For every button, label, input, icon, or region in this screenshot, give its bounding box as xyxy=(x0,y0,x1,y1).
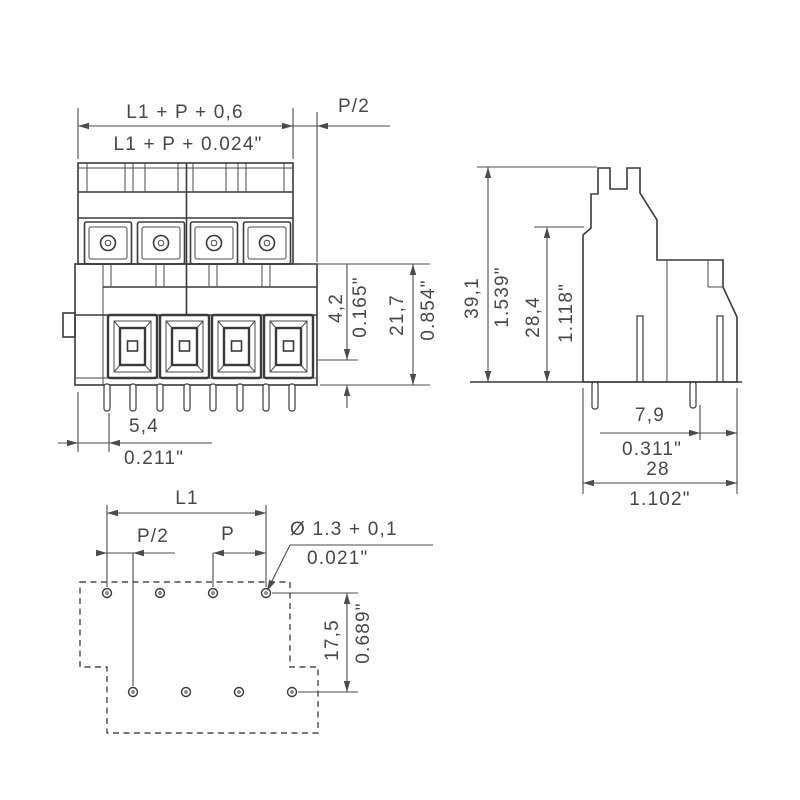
front-dimensions: L1 + P + 0,6 L1 + P + 0.024" P/2 4,2 0.1… xyxy=(58,96,439,469)
dim-plan-pitch: P xyxy=(221,524,235,545)
dim-front-half-pitch: P/2 xyxy=(338,96,370,117)
dim-plan-half-pitch: P/2 xyxy=(137,526,169,547)
screw-clamp xyxy=(136,221,186,265)
dim-front-collar-mm: 4,2 xyxy=(326,293,347,323)
screw-clamp xyxy=(106,313,159,380)
side-view: 39,1 1.539" 28,4 1.118" 7,9 0.311" 28 1.… xyxy=(462,166,742,510)
dim-plan-row-spacing-mm: 17,5 xyxy=(322,619,343,661)
drill-plan: L1 P/2 P Ø 1.3 + 0,1 0.021" 17,5 0.689" xyxy=(79,488,433,734)
dim-plan-hole-dia-mm: Ø 1.3 + 0,1 xyxy=(290,519,398,540)
dim-side-pin-to-edge-inch: 0.311" xyxy=(622,439,682,460)
dim-front-width-mm: L1 + P + 0,6 xyxy=(126,102,244,123)
dim-side-body-height-inch: 1.118" xyxy=(556,283,577,343)
front-pins xyxy=(103,383,296,412)
dim-front-pin-offset-inch: 0.211" xyxy=(124,448,184,469)
front-view: L1 + P + 0,6 L1 + P + 0.024" P/2 4,2 0.1… xyxy=(58,96,439,469)
dim-plan-hole-dia-inch: 0.021" xyxy=(307,548,369,569)
drill-holes xyxy=(101,587,298,698)
dim-front-collar-inch: 0.165" xyxy=(350,276,371,338)
front-upper-screws xyxy=(83,221,292,265)
screw-clamp xyxy=(189,221,239,265)
screw-clamp xyxy=(158,313,211,380)
dim-side-pin-to-edge-mm: 7,9 xyxy=(635,405,665,426)
dim-side-depth-mm: 28 xyxy=(646,459,670,480)
dim-front-height-mm: 21,7 xyxy=(387,294,408,336)
dim-front-height-inch: 0.854" xyxy=(418,279,439,341)
dim-side-depth-inch: 1.102" xyxy=(629,489,691,510)
footprint-outline xyxy=(79,581,319,734)
screw-clamp xyxy=(210,313,263,380)
screw-clamp xyxy=(242,221,292,265)
dim-front-pin-offset-mm: 5,4 xyxy=(129,416,159,437)
screw-clamp xyxy=(83,221,133,265)
dim-plan-row-spacing-inch: 0.689" xyxy=(353,602,374,664)
screw-clamp xyxy=(262,313,315,380)
front-lower-body xyxy=(62,263,318,386)
front-lower-screws xyxy=(106,313,315,380)
dim-side-total-height-mm: 39,1 xyxy=(462,277,483,319)
side-profile xyxy=(470,167,742,410)
side-dimensions: 39,1 1.539" 28,4 1.118" 7,9 0.311" 28 1.… xyxy=(462,166,738,510)
dim-plan-l1: L1 xyxy=(175,488,199,509)
dim-side-total-height-inch: 1.539" xyxy=(492,266,513,328)
dim-side-body-height-mm: 28,4 xyxy=(523,296,544,338)
drill-dimensions: L1 P/2 P Ø 1.3 + 0,1 0.021" 17,5 0.689" xyxy=(96,488,433,693)
dim-front-width-inch: L1 + P + 0.024" xyxy=(113,134,262,155)
